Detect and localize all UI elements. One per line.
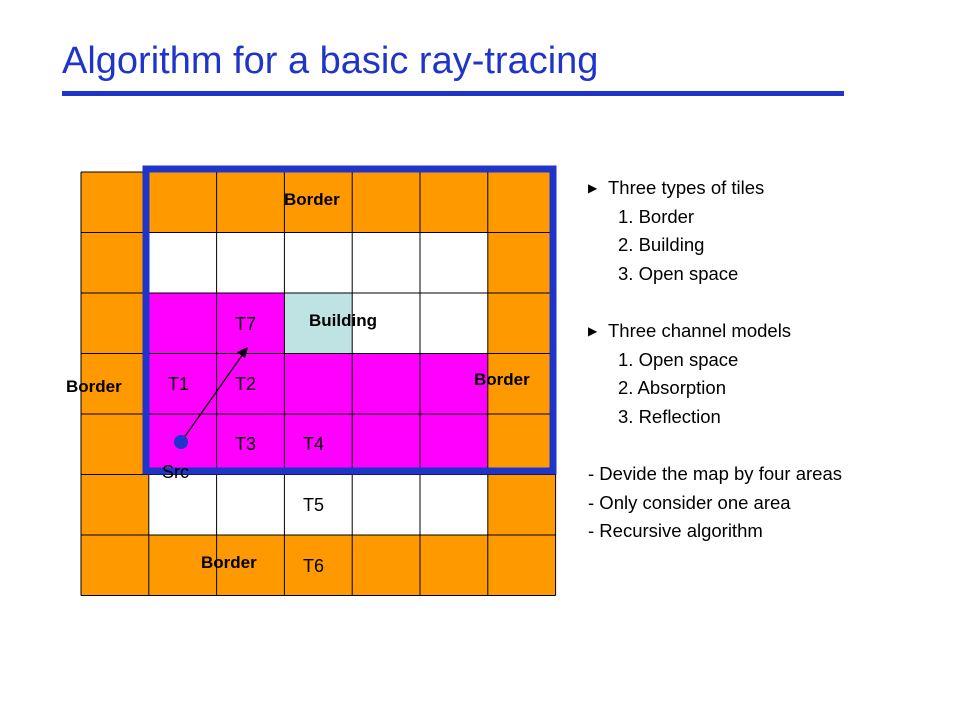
source-label: Src — [162, 462, 189, 482]
tile-border — [81, 353, 149, 414]
tile-magenta — [420, 414, 488, 475]
building-label: Building — [309, 311, 377, 330]
slide-title: Algorithm for a basic ray-tracing — [62, 40, 599, 82]
ray-arrow-line — [180, 353, 244, 443]
tile-magenta — [284, 414, 353, 475]
bullet-item: 2. Building — [618, 234, 705, 256]
tile-magenta — [216, 293, 285, 354]
tile-magenta — [284, 353, 353, 414]
border-label-top: Border — [284, 190, 340, 209]
bullet-spacer — [588, 431, 948, 460]
tile-label-t7: T7 — [235, 314, 256, 334]
tile-open — [148, 232, 217, 293]
selected-area-outline — [142, 165, 557, 475]
tile-border — [148, 535, 217, 596]
tile-open — [284, 232, 353, 293]
tile-open — [420, 232, 488, 293]
tile-magenta — [216, 353, 285, 414]
title-underline — [62, 91, 844, 96]
tile-border — [487, 172, 556, 233]
tile-open — [420, 293, 488, 354]
tile-label-t1: T1 — [168, 374, 189, 394]
note-line: - Recursive algorithm — [588, 520, 763, 542]
bullet-spacer — [588, 288, 948, 317]
tile-border — [81, 232, 149, 293]
tile-label-t6: T6 — [303, 556, 324, 576]
bullet-heading-tile-types: ▶Three types of tiles — [588, 174, 948, 203]
tile-border — [487, 414, 556, 475]
tile-open — [352, 293, 420, 354]
tile-open — [420, 474, 488, 535]
tile-magenta — [148, 293, 217, 354]
tile-border — [487, 535, 556, 596]
tile-border — [487, 474, 556, 535]
tile-border — [420, 172, 488, 233]
tile-border — [81, 414, 149, 475]
tile-open — [352, 474, 420, 535]
tile-border — [216, 172, 285, 233]
tile-label-t4: T4 — [303, 434, 324, 454]
tile-border — [420, 535, 488, 596]
tile-border — [487, 293, 556, 354]
note-line: - Devide the map by four areas — [588, 462, 842, 484]
tile-border — [81, 172, 149, 233]
tile-label-t2: T2 — [235, 374, 256, 394]
tile-border — [352, 535, 420, 596]
border-label-left: Border — [66, 377, 122, 396]
tile-border — [148, 172, 217, 233]
tile-open — [216, 474, 285, 535]
ray-arrowhead — [237, 347, 248, 358]
tile-magenta — [420, 353, 488, 414]
note-line: - Only consider one area — [588, 491, 791, 513]
tile-border — [81, 535, 149, 596]
bullet-item: 3. Reflection — [618, 405, 721, 427]
bullet-item: 2. Absorption — [618, 377, 726, 399]
tile-building — [284, 293, 353, 354]
tile-open — [216, 232, 285, 293]
tile-open — [148, 474, 217, 535]
bullet-item: 1. Border — [618, 205, 695, 227]
tile-border — [81, 474, 149, 535]
bullet-heading-channel-models: ▶Three channel models — [588, 317, 948, 346]
border-label-right: Border — [474, 370, 530, 389]
tile-border — [487, 353, 556, 414]
tile-magenta — [216, 414, 285, 475]
triangle-bullet-icon: ▶ — [588, 181, 598, 195]
tile-magenta — [148, 353, 217, 414]
tile-border — [216, 535, 285, 596]
tile-border — [487, 232, 556, 293]
tile-open — [284, 474, 353, 535]
bullet-list: ▶Three types of tiles 1. Border 2. Build… — [588, 174, 948, 546]
source-point — [174, 435, 188, 449]
tile-magenta — [352, 353, 420, 414]
tile-border — [284, 172, 353, 233]
tile-label-t5: T5 — [303, 495, 324, 515]
bullet-item: 1. Open space — [618, 348, 739, 370]
tile-border — [352, 172, 420, 233]
triangle-bullet-icon: ▶ — [588, 323, 598, 338]
bullet-item: 3. Open space — [618, 262, 739, 284]
tile-border — [81, 293, 149, 354]
tiles-layer — [81, 172, 556, 596]
tile-border — [284, 535, 353, 596]
tile-magenta — [352, 414, 420, 475]
border-label-bottom: Border — [201, 553, 257, 572]
tile-open — [352, 232, 420, 293]
tile-label-t3: T3 — [235, 434, 256, 454]
